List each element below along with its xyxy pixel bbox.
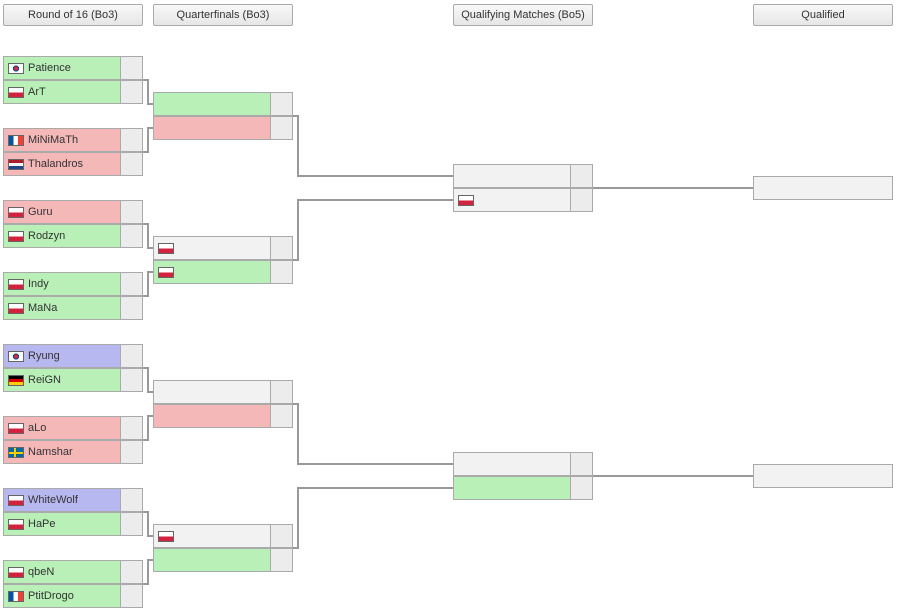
- player-name: Namshar: [28, 446, 73, 458]
- player-slot[interactable]: [153, 380, 293, 404]
- score-box: [120, 441, 142, 463]
- flag-kr-icon: [8, 62, 24, 74]
- player-name: ReiGN: [28, 374, 62, 386]
- flag-kr-icon: [8, 350, 24, 362]
- score-box: [120, 57, 142, 79]
- score-box: [570, 189, 592, 211]
- player-slot[interactable]: MiNiMaTh: [3, 128, 143, 152]
- player-slot[interactable]: [453, 452, 593, 476]
- player-slot[interactable]: [153, 548, 293, 572]
- flag-pl-icon: [8, 206, 24, 218]
- player-slot[interactable]: [153, 260, 293, 284]
- player-slot[interactable]: [753, 464, 893, 488]
- player-name: MaNa: [28, 302, 58, 314]
- player-slot[interactable]: MaNa: [3, 296, 143, 320]
- flag-pl-icon: [8, 422, 24, 434]
- player-slot[interactable]: [453, 164, 593, 188]
- player-name: qbeN: [28, 566, 55, 578]
- score-box: [120, 201, 142, 223]
- score-box: [270, 381, 292, 403]
- player-slot[interactable]: ReiGN: [3, 368, 143, 392]
- player-slot[interactable]: Rodzyn: [3, 224, 143, 248]
- score-box: [120, 81, 142, 103]
- player-name: Thalandros: [28, 158, 84, 170]
- player-slot[interactable]: [153, 116, 293, 140]
- player-slot[interactable]: [153, 236, 293, 260]
- player-name: Indy: [28, 278, 49, 290]
- score-box: [120, 369, 142, 391]
- player-name: Patience: [28, 62, 71, 74]
- player-slot[interactable]: Guru: [3, 200, 143, 224]
- player-name: Ryung: [28, 350, 60, 362]
- player-name: aLo: [28, 422, 47, 434]
- score-box: [270, 549, 292, 571]
- flag-pl-icon: [458, 194, 474, 206]
- score-box: [120, 225, 142, 247]
- player-slot[interactable]: [153, 524, 293, 548]
- flag-pl-icon: [8, 86, 24, 98]
- flag-pl-icon: [8, 302, 24, 314]
- flag-pl-icon: [158, 242, 174, 254]
- score-box: [120, 417, 142, 439]
- flag-pl-icon: [158, 266, 174, 278]
- player-name: Rodzyn: [28, 230, 66, 242]
- player-name: WhiteWolf: [28, 494, 78, 506]
- score-box: [570, 165, 592, 187]
- player-name: PtitDrogo: [28, 590, 74, 602]
- flag-fr-icon: [8, 134, 24, 146]
- player-slot[interactable]: PtitDrogo: [3, 584, 143, 608]
- player-slot[interactable]: [453, 188, 593, 212]
- player-slot[interactable]: qbeN: [3, 560, 143, 584]
- player-slot[interactable]: HaPe: [3, 512, 143, 536]
- score-box: [270, 117, 292, 139]
- score-box: [120, 345, 142, 367]
- flag-pl-icon: [8, 278, 24, 290]
- player-slot[interactable]: aLo: [3, 416, 143, 440]
- flag-nl-icon: [8, 158, 24, 170]
- score-box: [270, 525, 292, 547]
- score-box: [120, 297, 142, 319]
- flag-pl-icon: [8, 518, 24, 530]
- score-box: [270, 261, 292, 283]
- flag-de-icon: [8, 374, 24, 386]
- player-slot[interactable]: Indy: [3, 272, 143, 296]
- score-box: [120, 561, 142, 583]
- score-box: [570, 453, 592, 475]
- player-slot[interactable]: [453, 476, 593, 500]
- score-box: [570, 477, 592, 499]
- flag-se-icon: [8, 446, 24, 458]
- player-name: Guru: [28, 206, 53, 218]
- player-slot[interactable]: Thalandros: [3, 152, 143, 176]
- player-name: ArT: [28, 86, 46, 98]
- flag-fr-icon: [8, 590, 24, 602]
- score-box: [270, 405, 292, 427]
- player-slot[interactable]: Namshar: [3, 440, 143, 464]
- score-box: [270, 93, 292, 115]
- score-box: [120, 153, 142, 175]
- player-slot[interactable]: Ryung: [3, 344, 143, 368]
- flag-pl-icon: [8, 494, 24, 506]
- header-qualified: Qualified: [753, 4, 893, 26]
- flag-pl-icon: [8, 566, 24, 578]
- score-box: [120, 489, 142, 511]
- score-box: [270, 237, 292, 259]
- player-name: MiNiMaTh: [28, 134, 79, 146]
- player-slot[interactable]: Patience: [3, 56, 143, 80]
- score-box: [120, 513, 142, 535]
- score-box: [120, 585, 142, 607]
- flag-pl-icon: [8, 230, 24, 242]
- player-slot[interactable]: [753, 176, 893, 200]
- header-round-of-16: Round of 16 (Bo3): [3, 4, 143, 26]
- player-slot[interactable]: ArT: [3, 80, 143, 104]
- player-slot[interactable]: WhiteWolf: [3, 488, 143, 512]
- score-box: [120, 273, 142, 295]
- player-slot[interactable]: [153, 92, 293, 116]
- score-box: [120, 129, 142, 151]
- header-quarterfinals: Quarterfinals (Bo3): [153, 4, 293, 26]
- player-slot[interactable]: [153, 404, 293, 428]
- player-name: HaPe: [28, 518, 56, 530]
- header-qualifying-matches: Qualifying Matches (Bo5): [453, 4, 593, 26]
- flag-pl-icon: [158, 530, 174, 542]
